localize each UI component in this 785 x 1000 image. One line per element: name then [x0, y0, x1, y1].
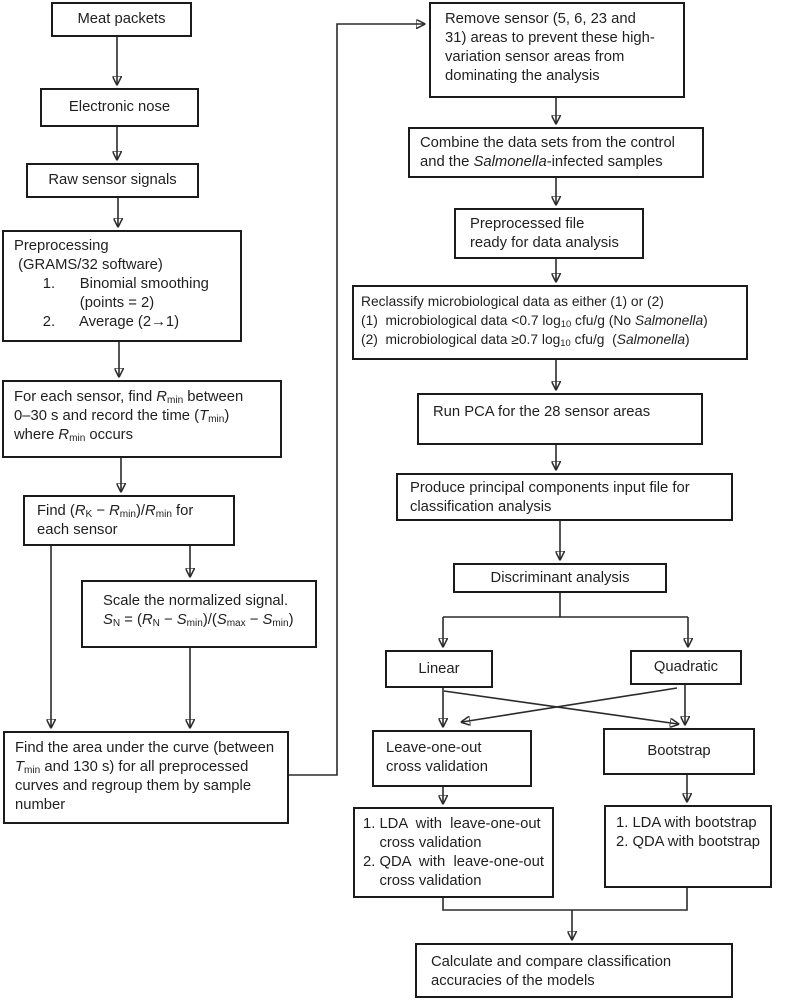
connector-discriminant-split	[443, 593, 688, 618]
node-electronic-nose: Electronic nose	[40, 88, 199, 127]
node-discriminant-analysis: Discriminant analysis	[453, 563, 667, 593]
connector-area-to-remove	[289, 24, 424, 776]
node-reclassify: Reclassify microbiological data as eithe…	[352, 285, 748, 360]
node-produce-pc: Produce principal components input file …	[396, 473, 733, 521]
node-raw-sensor-signals: Raw sensor signals	[26, 163, 199, 198]
connector-results-merge	[442, 888, 688, 911]
node-lda-loo-list: 1. LDA with leave-one-out cross validati…	[353, 807, 554, 898]
node-linear: Linear	[385, 650, 493, 688]
node-run-pca: Run PCA for the 28 sensor areas	[417, 393, 703, 445]
node-bootstrap: Bootstrap	[603, 728, 755, 775]
node-preprocessing: Preprocessing (GRAMS/32 software) 1. Bin…	[2, 230, 242, 342]
node-quadratic: Quadratic	[630, 650, 742, 685]
node-scale-signal: Scale the normalized signal.SN = (RN − S…	[81, 580, 317, 648]
arrow-quadratic-to-loo	[462, 687, 678, 722]
node-meat-packets: Meat packets	[51, 2, 192, 37]
arrow-linear-to-bootstrap	[443, 690, 678, 724]
